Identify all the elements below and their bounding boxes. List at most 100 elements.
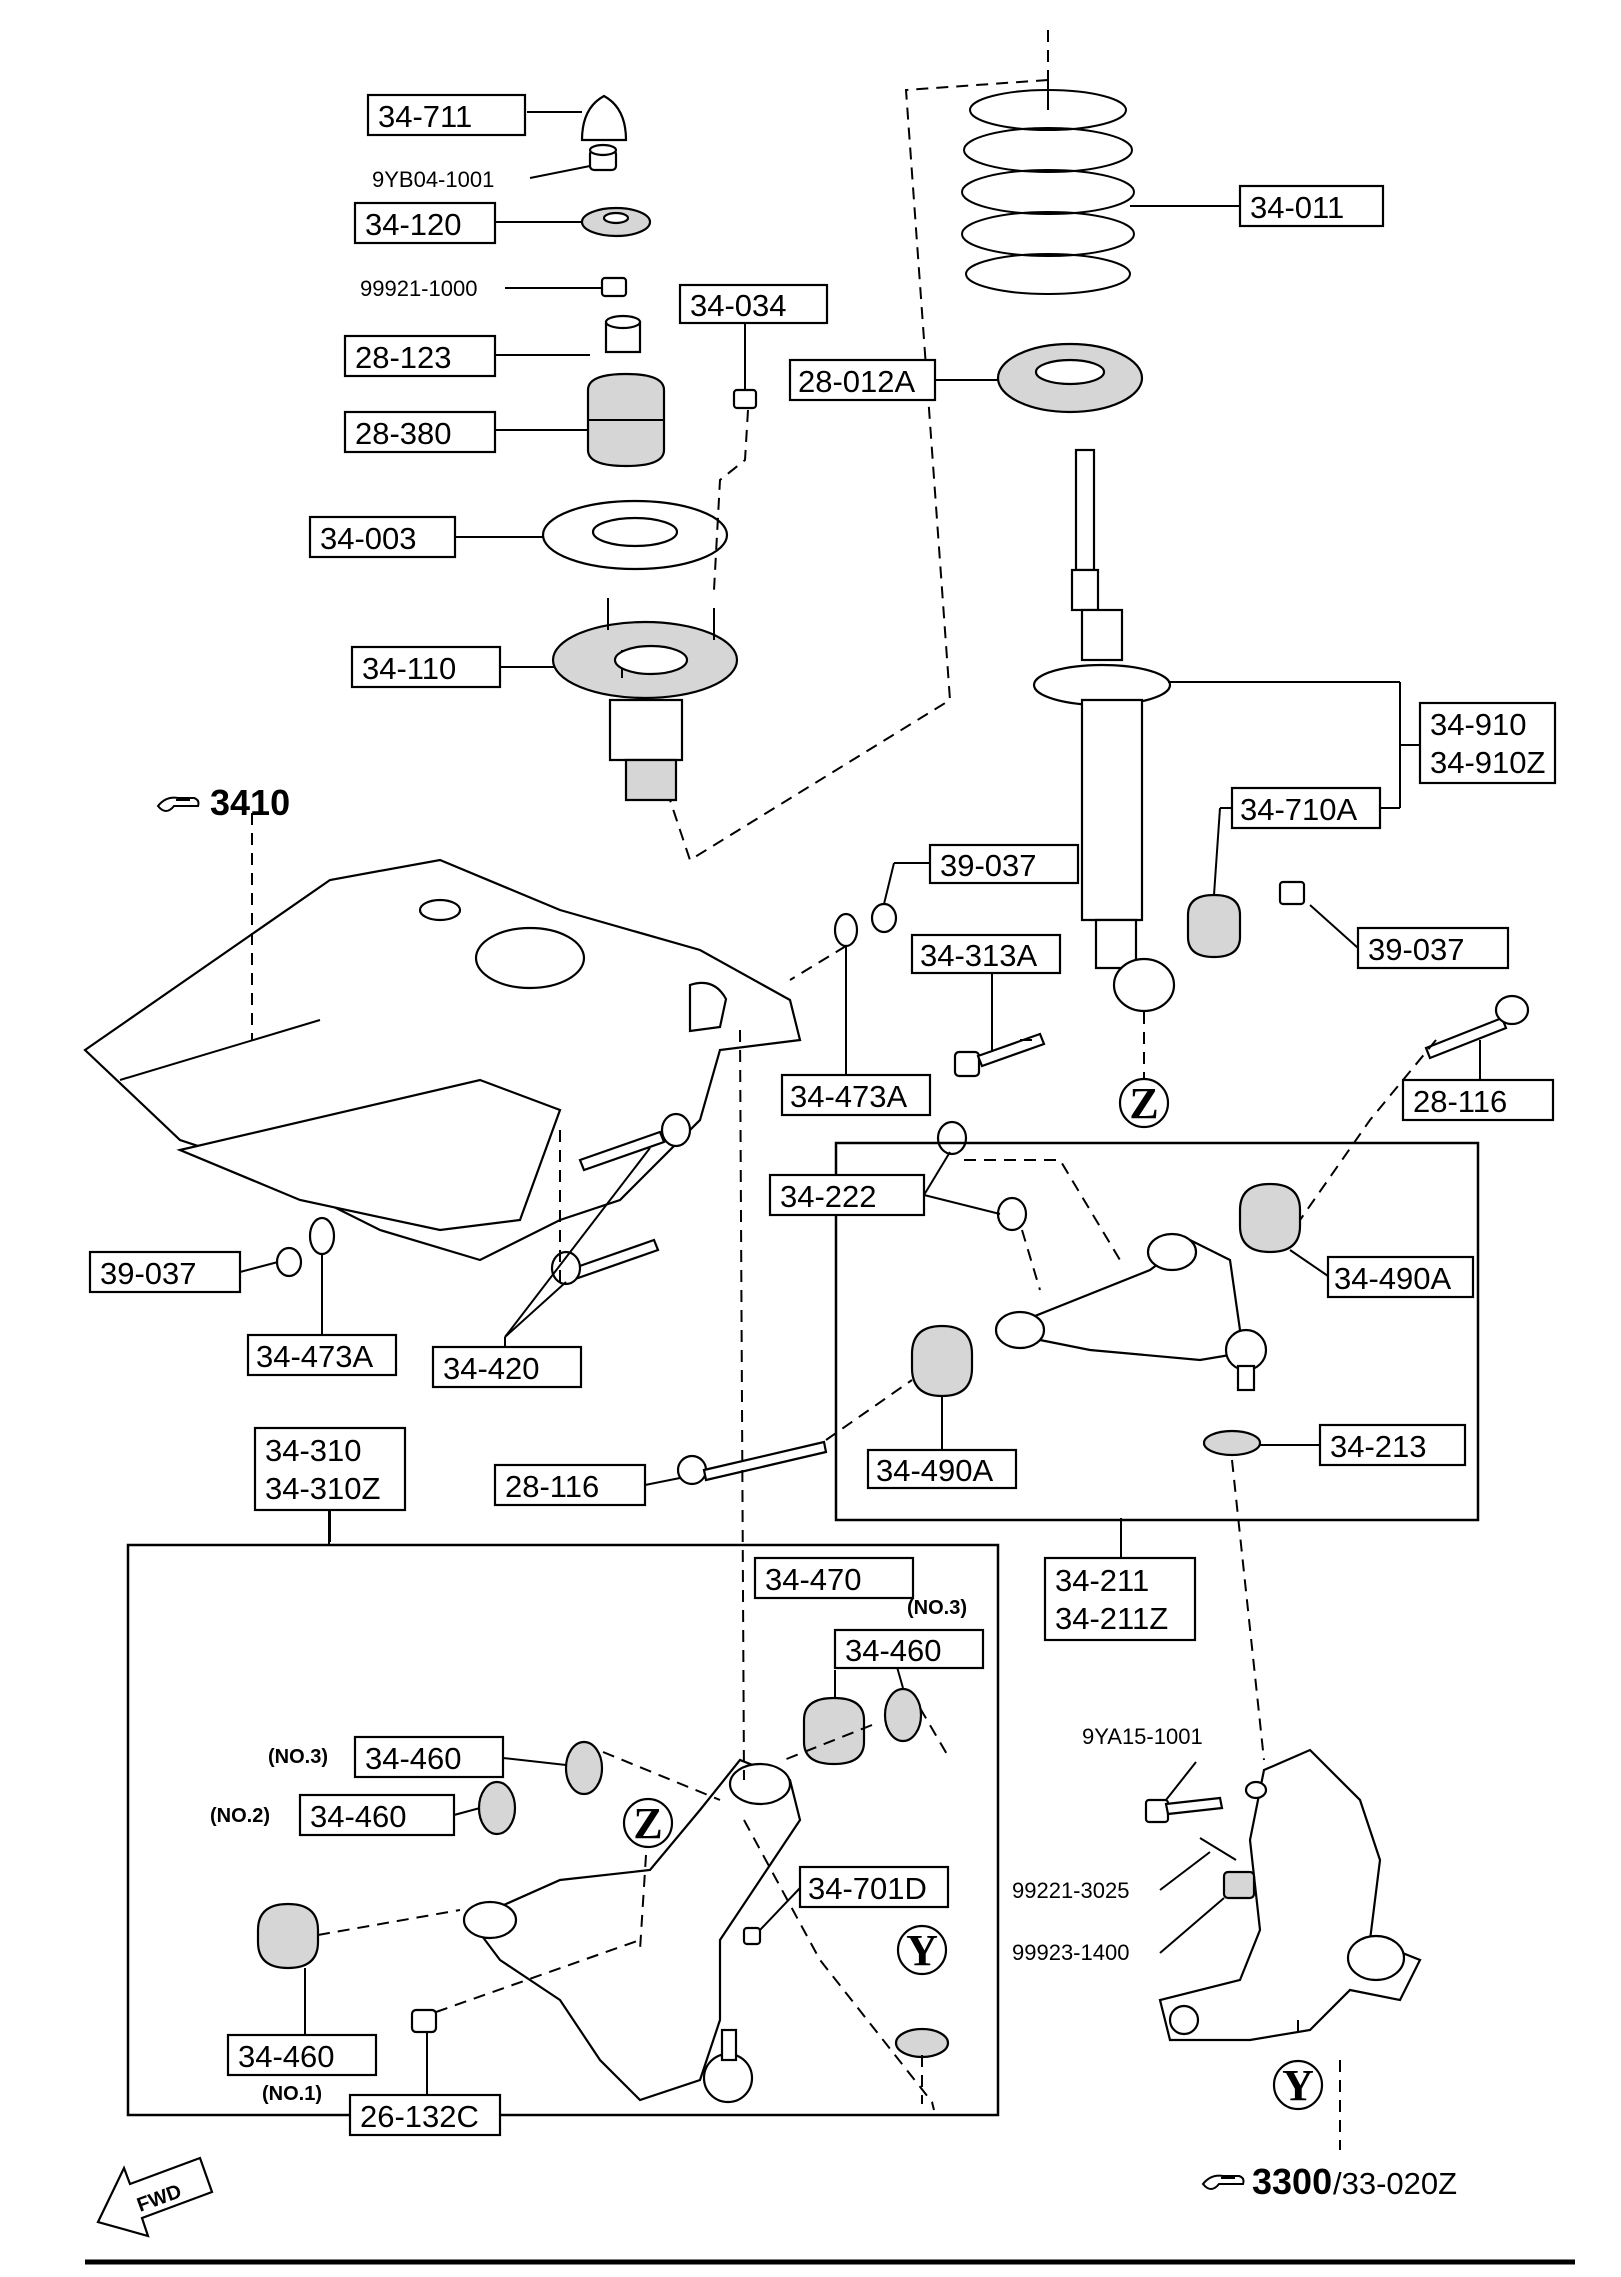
coil-spring-34-011-drawing (961, 80, 1135, 295)
boot-34-213-drawing (1202, 1429, 1262, 1457)
part-label-34-211[interactable]: 34-211 34-211Z (1043, 1556, 1197, 1642)
part-label-39-037-a-text: 39-037 (940, 848, 1037, 883)
ref-3300-suffix-text: /33-020Z (1333, 2166, 1457, 2201)
marker-y-knuckle-text: Y (1282, 2061, 1314, 2110)
note-no3-left: (NO.3) (268, 1746, 328, 1768)
nut-39-037-a-drawing (870, 902, 898, 934)
boot-y-drawing (894, 2027, 950, 2059)
part-label-34-003[interactable]: 34-003 (308, 515, 457, 559)
leader-lines (239, 111, 1481, 2095)
part-label-34-460-a-text: 34-460 (845, 1633, 942, 1668)
ref-3300-text: 3300 (1252, 2161, 1332, 2202)
part-label-34-473a-a-text: 34-473A (790, 1079, 908, 1114)
part-label-28-116-a-text: 28-116 (1413, 1084, 1507, 1119)
fwd-arrow-icon: FWD (96, 2156, 214, 2238)
part-label-34-490a-a[interactable]: 34-490A (1326, 1255, 1475, 1299)
bushing-34-460-d-drawing (256, 1902, 320, 1970)
bushing-34-460-a-drawing (883, 1687, 923, 1743)
part-label-34-310-text: 34-310 (265, 1433, 362, 1468)
part-label-34-110-text: 34-110 (362, 651, 456, 686)
bolt-9ya15-drawing (1144, 1796, 1224, 1824)
part-label-34-701d[interactable]: 34-701D (798, 1865, 950, 1909)
shock-absorber-34-910-drawing (1032, 448, 1176, 1013)
part-label-28-116-b[interactable]: 28-116 (493, 1463, 647, 1507)
part-label-39-037-c[interactable]: 39-037 (88, 1250, 242, 1294)
part-label-28-012a[interactable]: 28-012A (788, 358, 937, 402)
cap-34-711-drawing (580, 94, 628, 142)
part-label-34-470[interactable]: 34-470 (753, 1556, 915, 1600)
part-label-99921-1000[interactable]: 99921-1000 (360, 276, 477, 301)
part-label-34-910[interactable]: 34-910 34-910Z (1418, 701, 1557, 785)
part-label-34-034[interactable]: 34-034 (678, 283, 829, 325)
part-label-34-120[interactable]: 34-120 (353, 201, 497, 245)
nut-99921-drawing (600, 276, 628, 298)
nut-26-132c-drawing (410, 2008, 438, 2034)
part-label-28-380-text: 28-380 (355, 416, 452, 451)
lower-arm-34-310-drawing (462, 1758, 802, 2104)
part-label-34-473a-b[interactable]: 34-473A (246, 1333, 398, 1377)
part-label-39-037-b[interactable]: 39-037 (1356, 926, 1510, 970)
crossmember-3410-drawing (83, 858, 802, 1262)
part-label-34-420[interactable]: 34-420 (431, 1345, 583, 1389)
part-label-34-460-b-text: 34-460 (365, 1741, 462, 1776)
part-label-34-711[interactable]: 34-711 (366, 93, 527, 137)
part-label-34-460-d-text: 34-460 (238, 2039, 335, 2074)
part-label-34-213[interactable]: 34-213 (1318, 1423, 1467, 1467)
collar-28-123-drawing (604, 314, 642, 354)
bushing-34-710a-drawing (1186, 893, 1242, 959)
part-label-9yb04-1001[interactable]: 9YB04-1001 (372, 167, 494, 192)
part-label-28-116-a[interactable]: 28-116 (1401, 1078, 1555, 1122)
cotter-pin-99221-drawing (1199, 1837, 1237, 1861)
upper-arm-assembly-frame (834, 1141, 1480, 1522)
part-label-34-110[interactable]: 34-110 (350, 645, 502, 689)
part-label-34-710a-text: 34-710A (1240, 792, 1358, 827)
part-label-28-123[interactable]: 28-123 (343, 334, 497, 378)
washer-34-473a-b-drawing (308, 1216, 336, 1256)
part-label-28-380[interactable]: 28-380 (343, 410, 497, 454)
ref-link-3300[interactable]: 3300 /33-020Z (1201, 2161, 1457, 2202)
plate-34-003-drawing (541, 499, 729, 571)
marker-y-knuckle: Y (1272, 2059, 1324, 2111)
note-no1: (NO.1) (262, 2083, 322, 2105)
ref-link-3410[interactable]: 3410 (156, 782, 290, 823)
part-label-34-222[interactable]: 34-222 (768, 1173, 926, 1217)
part-label-26-132c[interactable]: 26-132C (348, 2093, 502, 2137)
part-label-34-910z-text: 34-910Z (1430, 745, 1545, 780)
bracket-34-222-drawing (936, 1120, 1028, 1232)
hand-pointer-icon (1201, 2174, 1245, 2190)
part-label-28-012a-text: 28-012A (798, 364, 916, 399)
part-label-34-011[interactable]: 34-011 (1238, 184, 1385, 228)
part-label-34-711-text: 34-711 (378, 99, 472, 134)
part-label-34-310[interactable]: 34-310 34-310Z (253, 1426, 407, 1512)
part-label-34-460-b[interactable]: 34-460 (353, 1735, 505, 1779)
marker-z-upper-text: Z (1129, 1079, 1158, 1128)
part-label-99221-3025[interactable]: 99221-3025 (1012, 1878, 1129, 1903)
part-label-34-473a-b-text: 34-473A (256, 1339, 374, 1374)
part-label-99923-1400[interactable]: 99923-1400 (1012, 1940, 1129, 1965)
part-label-34-490a-a-text: 34-490A (1334, 1261, 1452, 1296)
note-no3-right: (NO.3) (907, 1597, 967, 1619)
upper-arm-34-211-drawing (994, 1232, 1268, 1392)
part-label-34-490a-b[interactable]: 34-490A (866, 1448, 1018, 1490)
bushing-34-490a-a-drawing (1238, 1182, 1302, 1254)
part-label-34-034-text: 34-034 (690, 288, 787, 323)
bushing-34-460-c-drawing (477, 1780, 517, 1836)
part-label-9ya15-1001[interactable]: 9YA15-1001 (1082, 1724, 1203, 1749)
part-label-28-123-text: 28-123 (355, 340, 452, 375)
part-label-39-037-a[interactable]: 39-037 (928, 843, 1080, 885)
part-label-34-460-c[interactable]: 34-460 (298, 1793, 456, 1837)
part-label-28-116-b-text: 28-116 (505, 1469, 599, 1504)
part-label-34-211-text: 34-211 (1055, 1563, 1149, 1598)
part-label-34-313a[interactable]: 34-313A (910, 933, 1062, 975)
part-label-34-710a[interactable]: 34-710A (1230, 786, 1382, 830)
bolt-28-116-a-drawing (1424, 994, 1530, 1060)
nut-39-037-b-drawing (1278, 880, 1306, 906)
part-label-34-420-text: 34-420 (443, 1351, 540, 1386)
part-label-34-003-text: 34-003 (320, 521, 417, 556)
part-label-34-313a-text: 34-313A (920, 938, 1038, 973)
marker-y-lower-arm-text: Y (906, 1926, 938, 1975)
part-label-34-473a-a[interactable]: 34-473A (780, 1073, 932, 1117)
part-label-34-460-d[interactable]: 34-460 (226, 2033, 378, 2077)
part-label-34-460-a[interactable]: 34-460 (833, 1628, 985, 1670)
bushing-34-470-drawing (802, 1696, 866, 1766)
